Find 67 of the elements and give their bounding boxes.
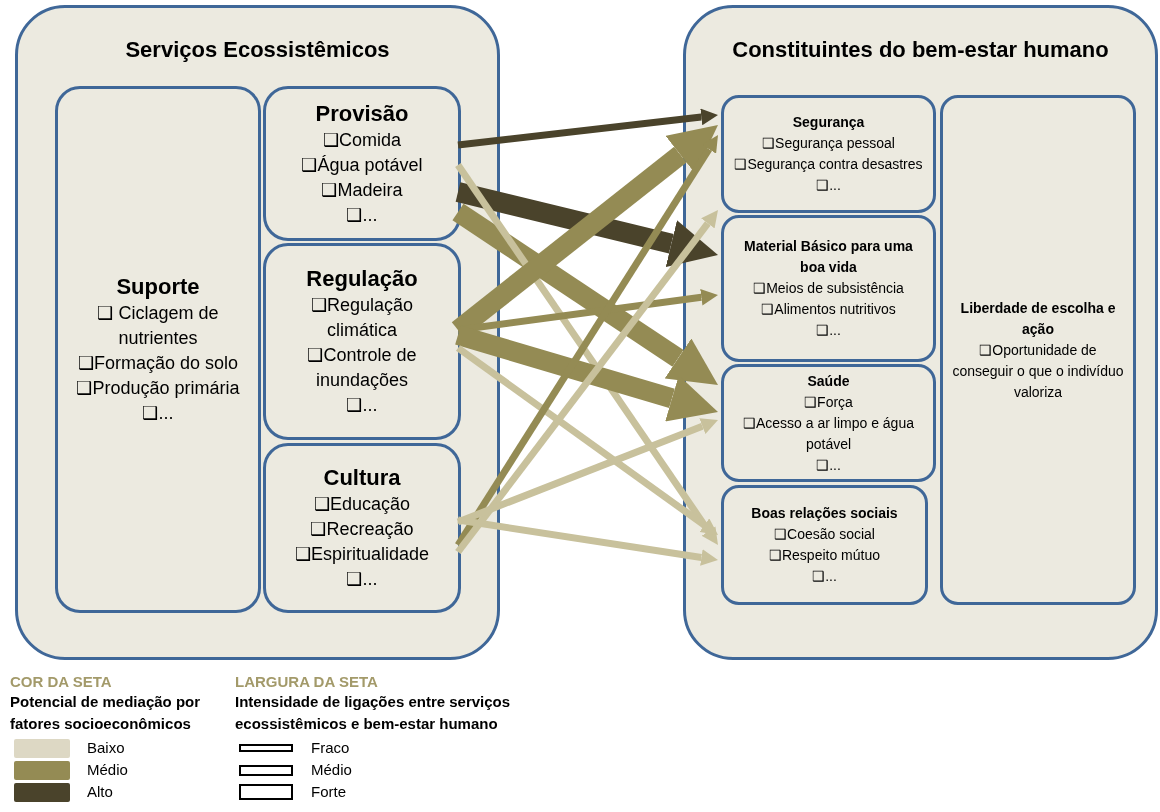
group-panel — [683, 5, 1158, 660]
list-item: ❑Acesso a ar limpo e água potável — [742, 413, 915, 454]
box-heading: Cultura — [323, 464, 401, 492]
box-heading: Suporte — [116, 273, 200, 301]
box-heading: Saúde — [807, 371, 850, 391]
legend-title: LARGURA DA SETA — [235, 672, 379, 691]
legend-label: Forte — [311, 781, 346, 802]
box-heading: Liberdade de escolha e ação — [959, 298, 1117, 339]
box-heading: Boas relações sociais — [751, 504, 898, 523]
arrow — [457, 288, 718, 334]
panel-title: Serviços Ecossistêmicos — [124, 36, 391, 64]
legend-title: COR DA SETA — [10, 672, 113, 691]
panel-title: Constituintes do bem-estar humano — [731, 36, 1110, 64]
list-item: ❑ Ciclagem de nutrientes — [96, 302, 220, 350]
category-box — [721, 95, 936, 213]
category-box — [721, 215, 936, 362]
list-item: ❑... — [816, 176, 841, 195]
box-heading: Regulação — [306, 265, 418, 293]
list-item: ❑Força — [804, 392, 853, 412]
list-item: ❑Regulação climática — [309, 294, 415, 342]
list-item: ❑Oportunidade de conseguir o que o indivíduo valoriza — [951, 340, 1125, 402]
list-item: ❑... — [816, 321, 841, 340]
list-item: ❑Segurança contra desastres — [734, 155, 923, 174]
list-item: ❑... — [816, 455, 841, 475]
arrow — [455, 345, 718, 535]
box-heading: Material Básico para uma boa vida — [743, 237, 914, 277]
list-item: ❑Alimentos nutritivos — [761, 300, 896, 319]
arrow — [452, 203, 718, 385]
list-item: ❑Respeito mútuo — [768, 546, 881, 565]
category-box — [721, 485, 928, 605]
box-heading: Segurança — [792, 113, 865, 132]
category-box — [721, 364, 936, 482]
category-box — [55, 86, 261, 613]
arrow — [457, 108, 718, 149]
list-item: ❑Controle de inundações — [306, 344, 418, 392]
category-box — [940, 95, 1136, 605]
arrow — [455, 182, 718, 267]
legend-label: Alto — [87, 781, 113, 802]
legend-subtitle: Intensidade de ligações entre serviços ecossistêmicos e bem-estar humano — [235, 692, 512, 734]
list-item: ❑Madeira — [321, 178, 403, 202]
list-item: ❑... — [346, 568, 378, 591]
list-item: ❑Espiritualidade — [294, 543, 430, 566]
category-box — [263, 243, 461, 440]
list-item: ❑Produção primária — [76, 377, 240, 400]
group-panel — [15, 5, 500, 660]
legend-label: Baixo — [87, 737, 125, 758]
category-box — [263, 86, 461, 241]
box-heading: Provisão — [315, 99, 409, 128]
legend-subtitle: Potencial de mediação por fatores socioeconômicos — [10, 692, 202, 734]
list-item: ❑Educação — [313, 493, 411, 516]
list-item: ❑Meios de subsistência — [753, 279, 904, 298]
legend-label: Médio — [311, 759, 352, 780]
list-item: ❑Comida — [323, 128, 401, 152]
list-item: ❑... — [346, 203, 378, 227]
list-item: ❑... — [142, 402, 174, 425]
list-item: ❑Recreação — [310, 518, 414, 541]
list-item: ❑... — [346, 394, 378, 417]
legend-label: Fraco — [311, 737, 350, 758]
list-item: ❑Água potável — [301, 153, 423, 177]
list-item: ❑Segurança pessoal — [762, 134, 895, 153]
list-item: ❑Formação do solo — [77, 352, 239, 375]
category-box — [263, 443, 461, 613]
legend-label: Médio — [87, 759, 128, 780]
arrow — [457, 516, 718, 566]
list-item: ❑Coesão social — [774, 525, 875, 544]
list-item: ❑... — [812, 567, 837, 586]
arrow — [456, 418, 718, 526]
